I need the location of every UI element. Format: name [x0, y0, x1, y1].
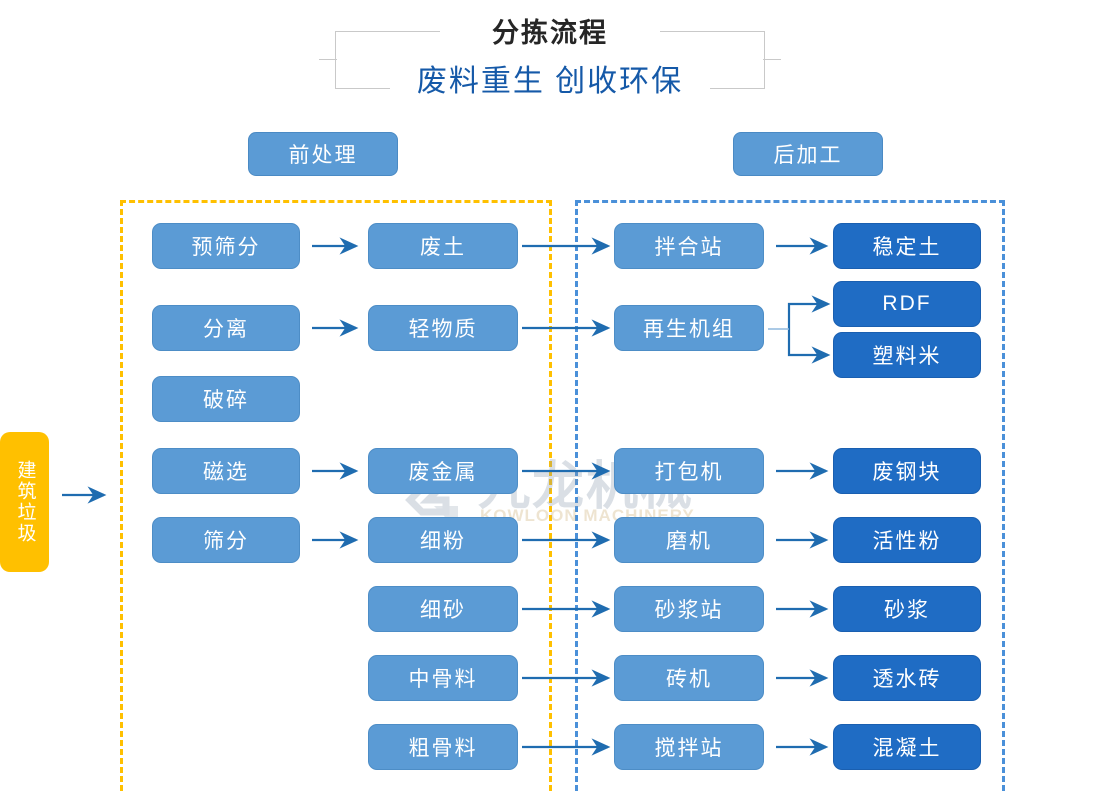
section-header-pre-processing: 前处理 — [248, 132, 398, 176]
node-product-3[interactable]: 废钢块 — [833, 448, 981, 494]
node-post-equipment-6[interactable]: 搅拌站 — [614, 724, 764, 770]
group-boundary-pre-processing — [120, 200, 552, 791]
node-pre-equipment-4[interactable]: 筛分 — [152, 517, 300, 563]
node-product-7[interactable]: 混凝土 — [833, 724, 981, 770]
node-product-0[interactable]: 稳定土 — [833, 223, 981, 269]
node-pre-equipment-3[interactable]: 磁选 — [152, 448, 300, 494]
node-pre-material-0[interactable]: 废土 — [368, 223, 518, 269]
node-product-4[interactable]: 活性粉 — [833, 517, 981, 563]
title-sub-backdrop — [390, 60, 710, 102]
node-pre-material-5[interactable]: 中骨料 — [368, 655, 518, 701]
node-pre-material-2[interactable]: 废金属 — [368, 448, 518, 494]
section-header-post-processing: 后加工 — [733, 132, 883, 176]
title-tick-left — [319, 59, 337, 60]
node-pre-material-3[interactable]: 细粉 — [368, 517, 518, 563]
node-post-equipment-3[interactable]: 磨机 — [614, 517, 764, 563]
title-main-backdrop — [440, 16, 660, 50]
node-product-2-plastic[interactable]: 塑料米 — [833, 332, 981, 378]
node-product-6[interactable]: 透水砖 — [833, 655, 981, 701]
input-node-label: 建筑垃圾 — [14, 460, 36, 544]
page-header: 分拣流程 废料重生 创收环保 — [0, 0, 1100, 118]
node-post-equipment-1[interactable]: 再生机组 — [614, 305, 764, 351]
node-post-equipment-4[interactable]: 砂浆站 — [614, 586, 764, 632]
group-boundary-post-processing — [575, 200, 1005, 791]
input-node-construction-waste: 建筑垃圾 — [0, 432, 49, 572]
node-post-equipment-5[interactable]: 砖机 — [614, 655, 764, 701]
node-product-1-rdf[interactable]: RDF — [833, 281, 981, 327]
node-product-5[interactable]: 砂浆 — [833, 586, 981, 632]
node-pre-material-6[interactable]: 粗骨料 — [368, 724, 518, 770]
node-pre-material-1[interactable]: 轻物质 — [368, 305, 518, 351]
node-pre-material-4[interactable]: 细砂 — [368, 586, 518, 632]
title-tick-right — [763, 59, 781, 60]
node-pre-equipment-0[interactable]: 预筛分 — [152, 223, 300, 269]
node-pre-equipment-1[interactable]: 分离 — [152, 305, 300, 351]
page-title: 分拣流程 — [492, 18, 608, 48]
node-post-equipment-2[interactable]: 打包机 — [614, 448, 764, 494]
page-subtitle: 废料重生 创收环保 — [416, 65, 684, 98]
node-post-equipment-0[interactable]: 拌合站 — [614, 223, 764, 269]
node-pre-equipment-2[interactable]: 破碎 — [152, 376, 300, 422]
